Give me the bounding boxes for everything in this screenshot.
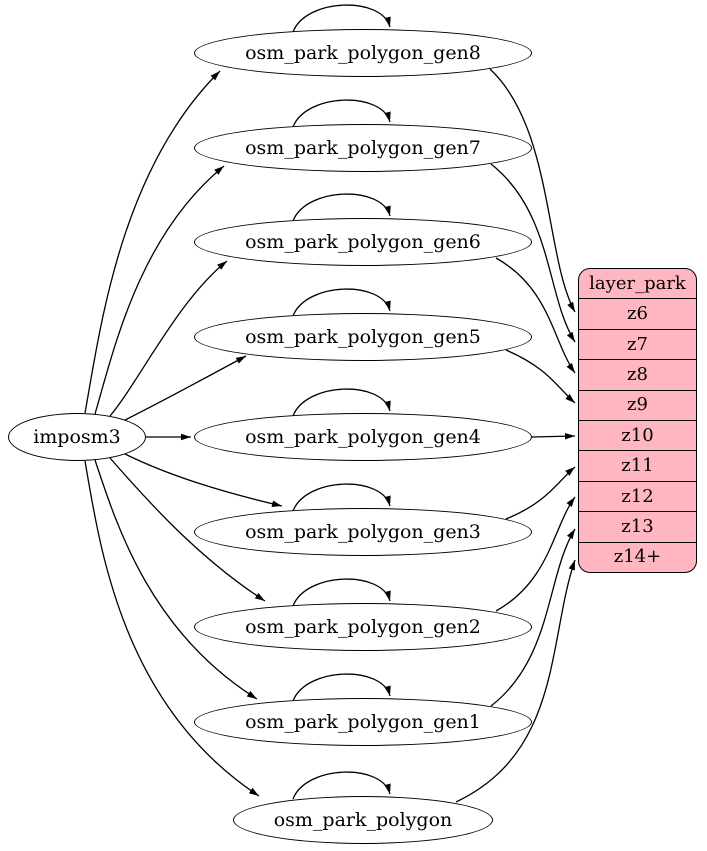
node-layer-park: layer_park z6 z7 z8 z9 z10 z11 z12 z13 z… bbox=[578, 268, 697, 573]
edge-imposm3-to-gen5 bbox=[124, 355, 247, 421]
layer-park-row-z13: z13 bbox=[579, 511, 696, 541]
node-osm-park-polygon-gen6: osm_park_polygon_gen6 bbox=[194, 218, 532, 266]
layer-park-row-z11: z11 bbox=[579, 450, 696, 480]
node-osm-park-polygon: osm_park_polygon bbox=[233, 796, 493, 844]
self-loop-gen3 bbox=[292, 483, 391, 512]
edge-gen5-to-z9 bbox=[505, 349, 576, 404]
edge-polygon-to-z14 bbox=[455, 559, 576, 803]
layer-park-row-z9: z9 bbox=[579, 389, 696, 420]
edge-gen3-to-z11 bbox=[505, 466, 576, 520]
self-loop-polygon bbox=[292, 771, 391, 800]
edge-imposm3-to-gen6 bbox=[109, 260, 228, 417]
node-osm-park-polygon-gen3: osm_park_polygon_gen3 bbox=[194, 508, 532, 556]
node-osm-park-polygon-gen8: osm_park_polygon_gen8 bbox=[194, 29, 532, 77]
edge-gen7-to-z7 bbox=[490, 163, 576, 343]
layer-park-row-z12: z12 bbox=[579, 480, 696, 511]
node-osm-park-polygon-gen7: osm_park_polygon_gen7 bbox=[194, 124, 532, 172]
node-osm-park-polygon-gen2: osm_park_polygon_gen2 bbox=[194, 603, 532, 651]
layer-park-row-z10: z10 bbox=[579, 420, 696, 450]
edge-imposm3-to-gen1 bbox=[94, 459, 258, 700]
edge-gen8-to-z6 bbox=[489, 68, 576, 313]
edge-gen1-to-z13 bbox=[490, 528, 576, 707]
self-loop-gen7 bbox=[292, 99, 391, 128]
node-label: osm_park_polygon_gen6 bbox=[245, 231, 481, 253]
layer-park-row-z7: z7 bbox=[579, 328, 696, 359]
layer-park-row-z6: z6 bbox=[579, 298, 696, 328]
self-loop-gen1 bbox=[292, 673, 391, 702]
edge-imposm3-to-polygon bbox=[84, 460, 260, 797]
self-loop-gen2 bbox=[292, 578, 391, 607]
node-label: osm_park_polygon_gen3 bbox=[245, 521, 481, 543]
layer-park-row-z8: z8 bbox=[579, 359, 696, 389]
self-loop-gen5 bbox=[292, 288, 391, 317]
node-osm-park-polygon-gen4: osm_park_polygon_gen4 bbox=[194, 413, 532, 461]
node-label: osm_park_polygon_gen8 bbox=[245, 42, 481, 64]
edge-imposm3-to-gen7 bbox=[94, 165, 225, 415]
edge-imposm3-to-gen3 bbox=[124, 453, 283, 507]
layer-park-row-z14: z14+ bbox=[579, 541, 696, 572]
node-imposm3: imposm3 bbox=[8, 413, 146, 461]
node-label: osm_park_polygon_gen4 bbox=[245, 426, 481, 448]
self-loop-gen6 bbox=[292, 193, 391, 222]
layer-park-title: layer_park bbox=[589, 272, 686, 294]
self-loop-gen4 bbox=[292, 388, 391, 417]
edge-gen2-to-z12 bbox=[495, 496, 576, 612]
node-osm-park-polygon-gen1: osm_park_polygon_gen1 bbox=[194, 698, 532, 746]
self-loop-gen8 bbox=[292, 4, 391, 33]
edge-gen4-to-z10 bbox=[531, 432, 576, 440]
node-label: osm_park_polygon_gen7 bbox=[245, 137, 481, 159]
node-label: osm_park_polygon_gen2 bbox=[245, 616, 481, 638]
node-osm-park-polygon-gen5: osm_park_polygon_gen5 bbox=[194, 313, 532, 361]
node-label: osm_park_polygon_gen5 bbox=[245, 326, 481, 348]
node-imposm3-label: imposm3 bbox=[33, 426, 121, 448]
edge-imposm3-to-gen2 bbox=[109, 457, 266, 602]
edge-imposm3-to-gen8 bbox=[84, 70, 221, 414]
edge-gen6-to-z8 bbox=[495, 257, 576, 374]
node-label: osm_park_polygon bbox=[273, 809, 453, 831]
node-label: osm_park_polygon_gen1 bbox=[245, 711, 481, 733]
